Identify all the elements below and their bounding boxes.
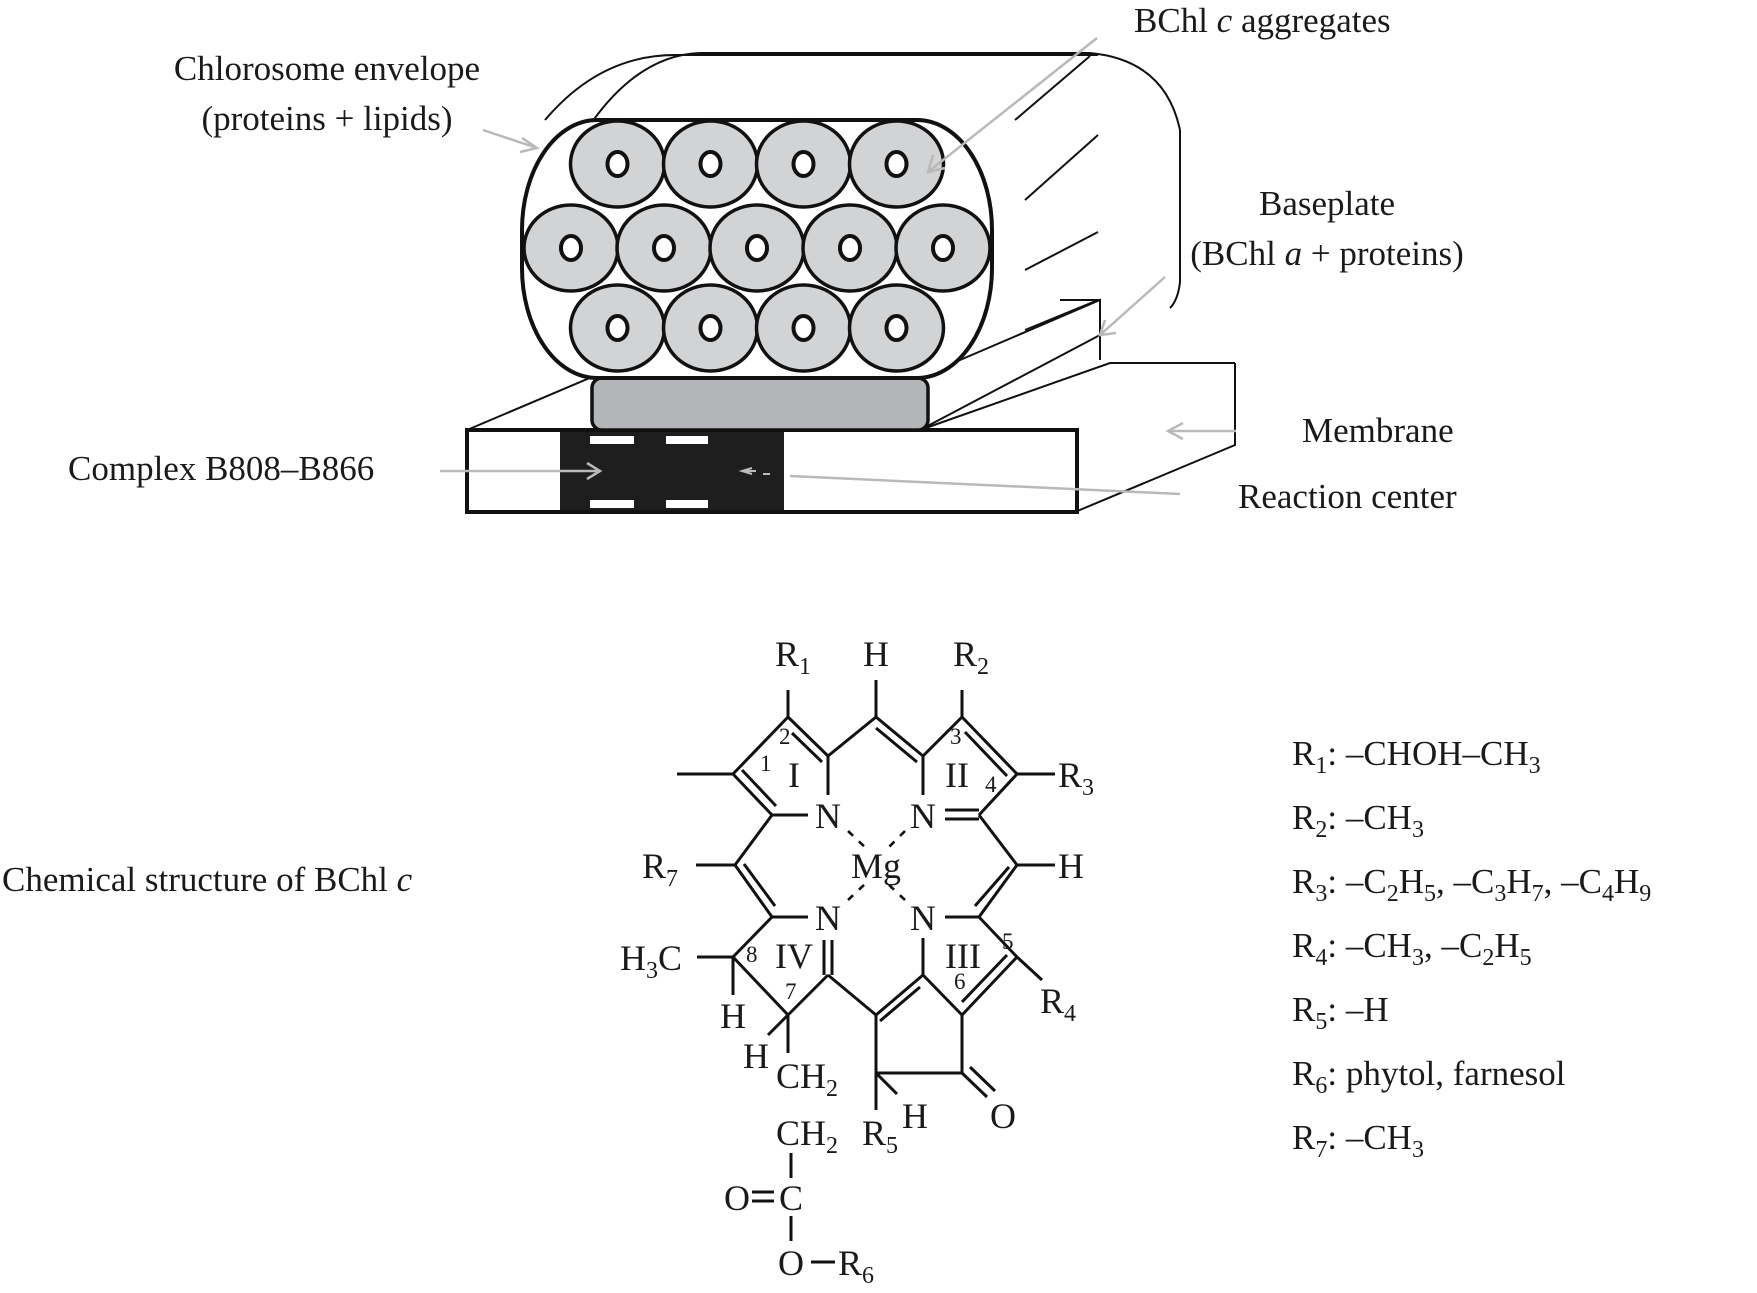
chlorosome-diagram: Chlorosome envelope (proteins + lipids) … (68, 1, 1464, 516)
position-4: 4 (985, 772, 997, 797)
bchl-rod-core (884, 314, 909, 342)
envelope-leader (482, 128, 538, 150)
bchl-rod-core (698, 314, 723, 342)
ring-label-1: I (788, 755, 800, 795)
ring-label-3: III (945, 936, 981, 976)
n1-label: N (815, 796, 841, 836)
r2-label: R2 (953, 634, 989, 680)
position-3: 3 (950, 724, 962, 749)
substituent-r7: R7: –CH3 (1292, 1118, 1424, 1163)
ester-o-eq-label: O (724, 1178, 750, 1218)
position-1: 1 (760, 751, 772, 776)
mg-label: Mg (851, 846, 901, 886)
substituent-r4: R4: –CH3, –C2H5 (1292, 926, 1532, 971)
position-8: 8 (746, 942, 758, 967)
r6-label: R6 (838, 1243, 874, 1289)
bchl-rod-core (791, 314, 816, 342)
atom-labels: R1 H R2 R3 H R4 R7 N N N N Mg H3C H H CH… (620, 634, 1094, 1289)
position-6: 6 (954, 969, 966, 994)
bchl-rod-core (605, 314, 630, 342)
bchl-rod-core (791, 150, 816, 178)
r3-label: R3 (1058, 755, 1094, 801)
n2-label: N (910, 796, 936, 836)
h-c10-label: H (902, 1096, 928, 1136)
substituent-r1: R1: –CHOH–CH3 (1292, 734, 1541, 779)
substituent-r6: R6: phytol, farnesol (1292, 1054, 1566, 1099)
ring-label-2: II (945, 755, 969, 795)
reaction-center-leader (789, 474, 1181, 496)
bchl-rod-core (745, 234, 769, 262)
r7-label: R7 (642, 846, 678, 892)
n3-label: N (910, 898, 936, 938)
substituent-r2: R2: –CH3 (1292, 798, 1424, 843)
bchl-rods (522, 119, 992, 373)
position-7: 7 (785, 979, 797, 1004)
ketone-o-label: O (990, 1096, 1016, 1136)
ester-o-label: O (778, 1243, 804, 1283)
bchl-rod-core (605, 150, 630, 178)
h-c8-label: H (720, 996, 746, 1036)
h-right-label: H (1058, 846, 1084, 886)
h3c-label: H3C (620, 938, 682, 984)
r5-label: R5 (862, 1113, 898, 1159)
position-2: 2 (779, 724, 791, 749)
reaction-center-label: Reaction center (1238, 477, 1457, 516)
bchl-c-structure: Chemical structure of BChl c (2, 634, 1651, 1289)
ch2-a-label: CH2 (776, 1056, 838, 1102)
baseplate-front (590, 376, 930, 432)
envelope-label-line2: (proteins + lipids) (201, 99, 452, 138)
bchl-rod-core (559, 234, 583, 262)
envelope-label-line1: Chlorosome envelope (174, 49, 480, 88)
ch2-b-label: CH2 (776, 1113, 838, 1159)
r1-label: R1 (775, 634, 811, 680)
position-5: 5 (1002, 929, 1014, 954)
r4-label: R4 (1040, 981, 1076, 1027)
ring-labels: I II III IV (775, 755, 981, 976)
h-c7-label: H (743, 1036, 769, 1076)
membrane-label: Membrane (1302, 411, 1454, 450)
substituent-r3: R3: –C2H5, –C3H7, –C4H9 (1292, 862, 1651, 907)
bchl-rod-core (884, 150, 909, 178)
h-top-label: H (863, 634, 889, 674)
ester-c-label: C (779, 1178, 803, 1218)
aggregates-leader (927, 37, 1098, 173)
bonds (677, 680, 1055, 1264)
bchl-rod-core (652, 234, 676, 262)
substituent-r5: R5: –H (1292, 990, 1389, 1035)
position-numbers: 1 2 3 4 5 6 7 8 (746, 724, 1014, 1004)
bchl-rod-core (838, 234, 862, 262)
baseplate-label-line1: Baseplate (1259, 184, 1395, 223)
bchl-rod-core (698, 150, 723, 178)
leader-lines (440, 37, 1236, 496)
structure-caption: Chemical structure of BChl c (2, 860, 413, 899)
baseplate-leader (1099, 276, 1166, 336)
bchl-rod-core (931, 234, 955, 262)
baseplate-label-line2: (BChl a + proteins) (1190, 234, 1463, 273)
aggregates-label: BChl c aggregates (1134, 1, 1391, 40)
complex-label: Complex B808–B866 (68, 449, 374, 488)
ring-label-4: IV (775, 936, 813, 976)
n4-label: N (815, 898, 841, 938)
